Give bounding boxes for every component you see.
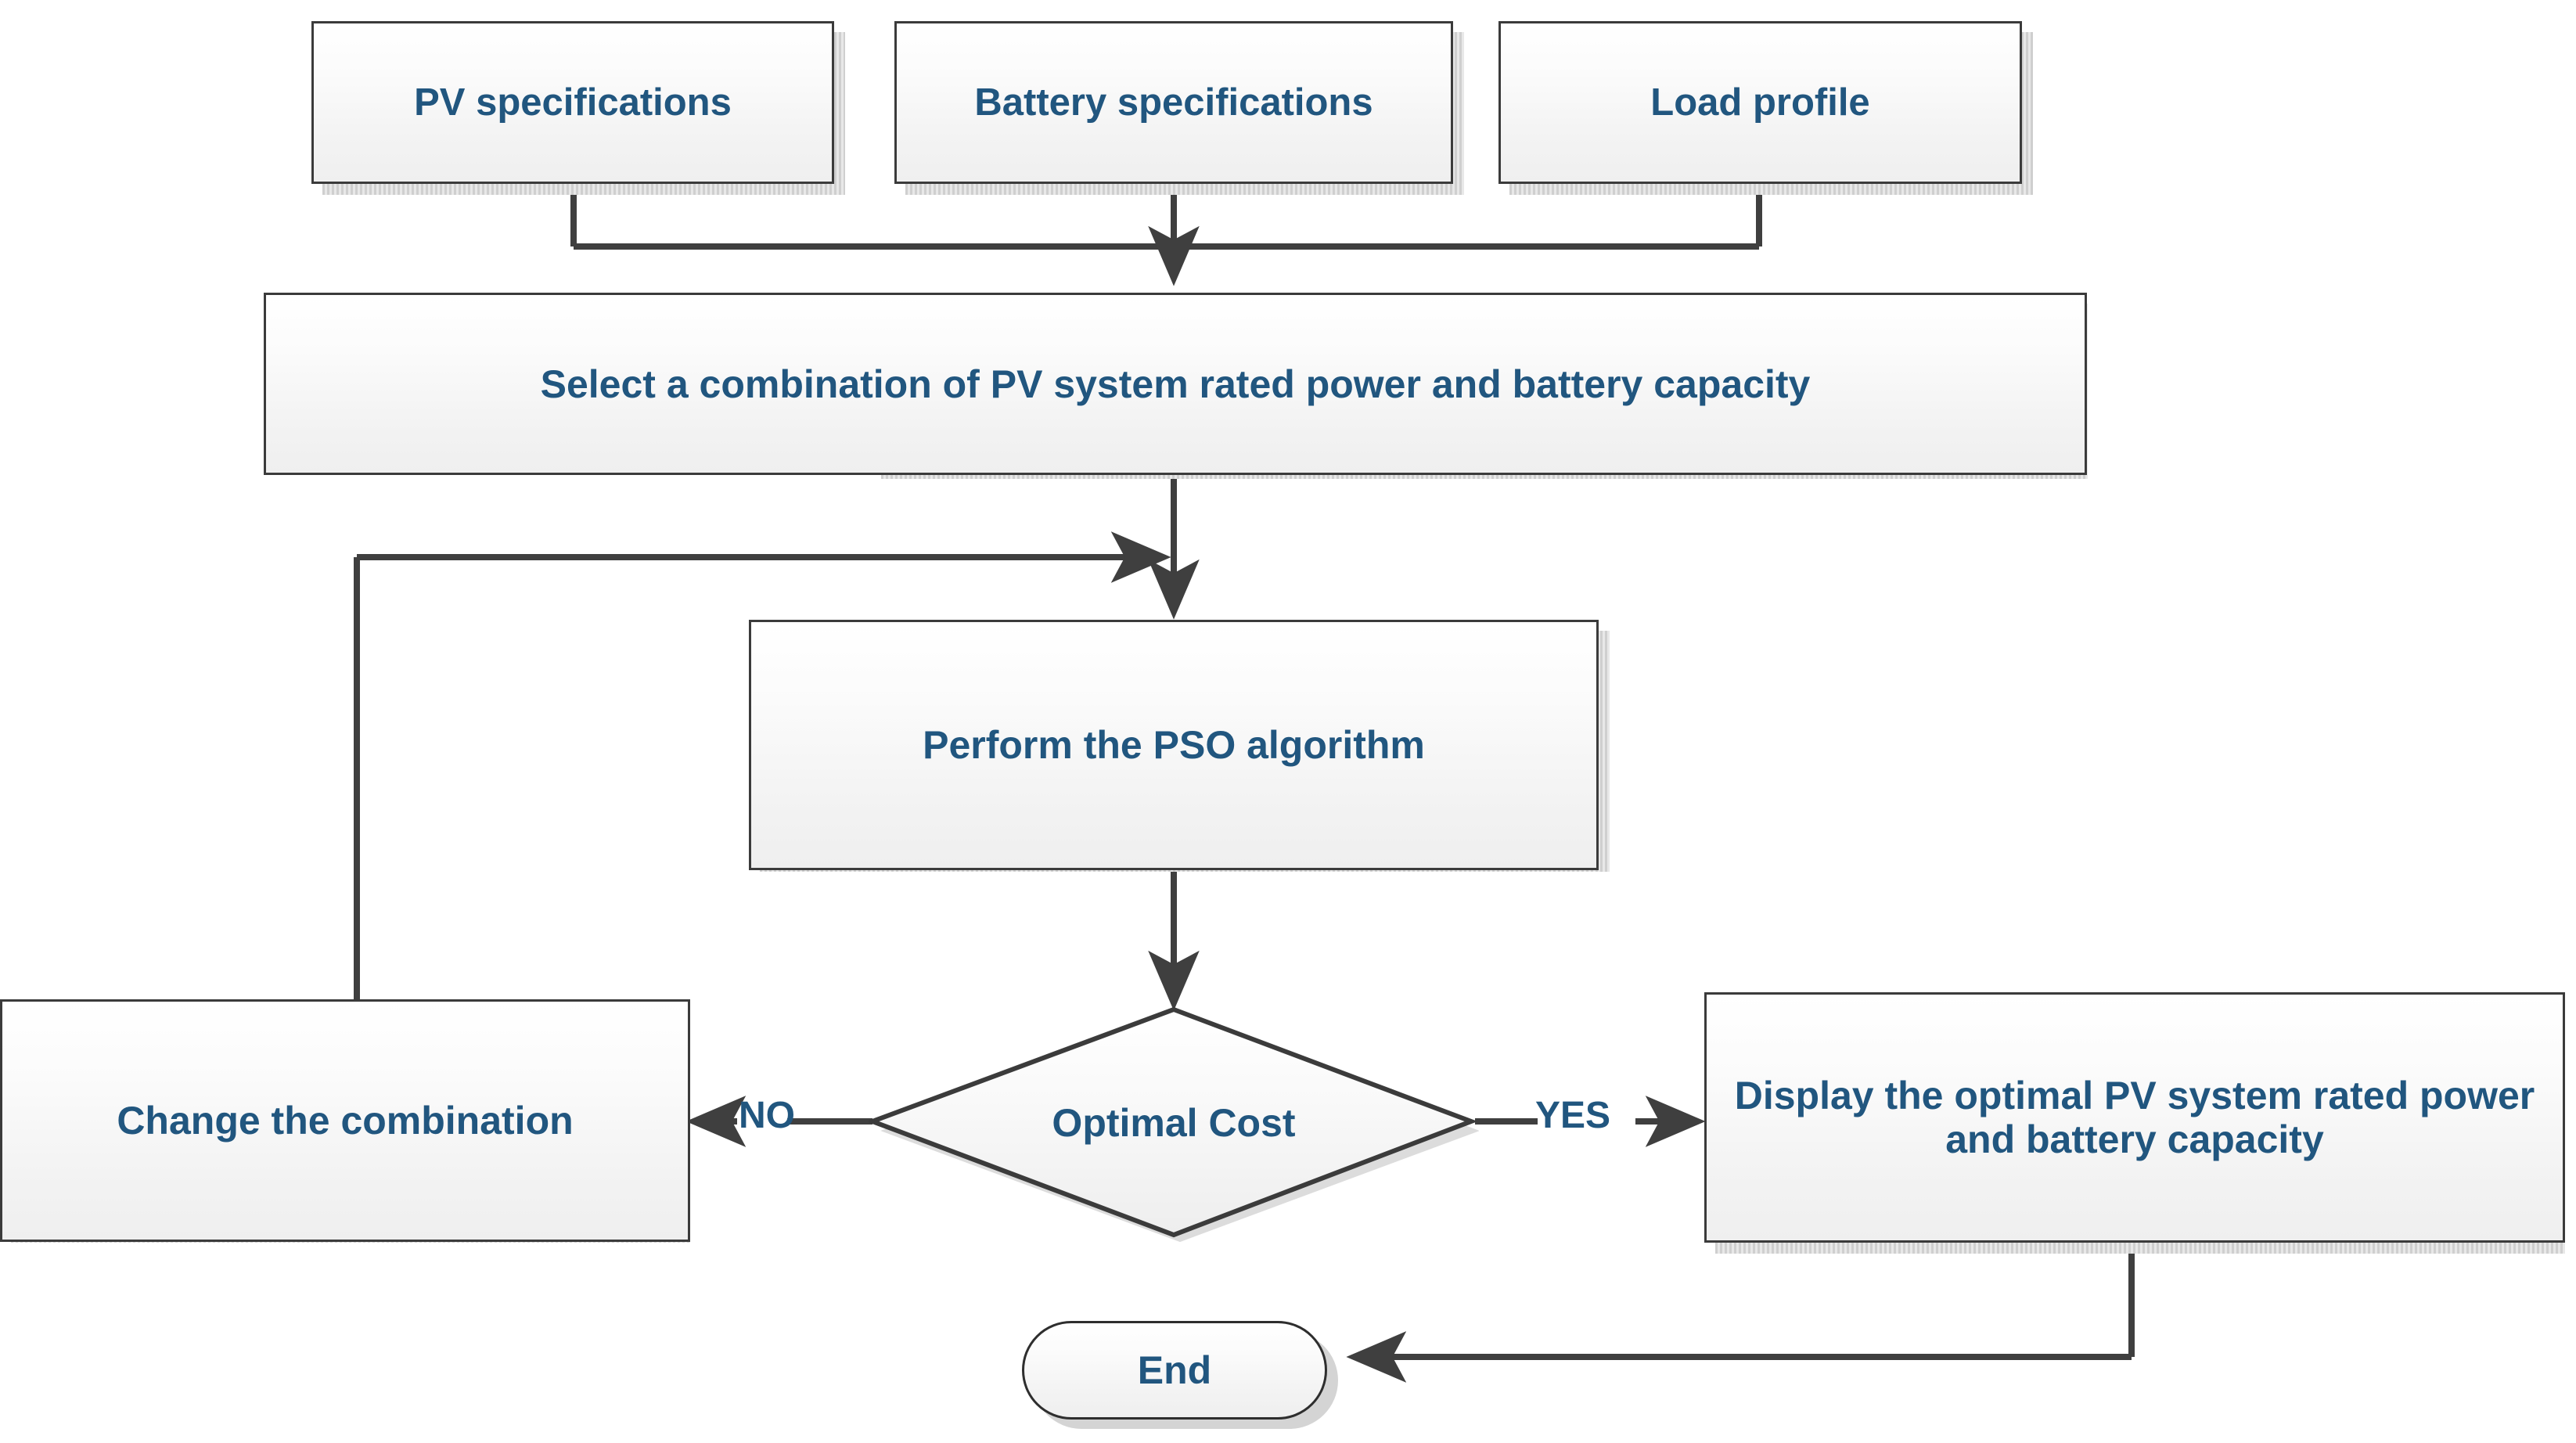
node-display-optimal[interactable]: Display the optimal PV system rated powe… — [1704, 992, 2565, 1243]
node-end[interactable]: End — [1022, 1321, 1327, 1420]
edge-label-no: NO — [739, 1095, 795, 1136]
node-perform-pso[interactable]: Perform the PSO algorithm — [749, 620, 1599, 870]
edge-inputs-to-select — [570, 194, 1762, 250]
node-label-battery-specifications: Battery specifications — [974, 81, 1373, 124]
node-battery-specifications[interactable]: Battery specifications — [894, 21, 1453, 184]
node-optimal-cost[interactable]: Optimal Cost — [865, 1002, 1480, 1244]
node-change-combination[interactable]: Change the combination — [0, 999, 690, 1242]
edge-label-yes: YES — [1535, 1095, 1611, 1136]
node-label-display-optimal: Display the optimal PV system rated powe… — [1734, 1074, 2535, 1161]
node-label-load-profile: Load profile — [1650, 81, 1870, 124]
node-label-end: End — [1137, 1348, 1212, 1392]
node-label-perform-pso: Perform the PSO algorithm — [923, 723, 1425, 767]
node-load-profile[interactable]: Load profile — [1498, 21, 2022, 184]
decision-diamond-shape — [865, 1006, 1478, 1238]
node-label-pv-specifications: PV specifications — [414, 81, 732, 124]
node-select-combination[interactable]: Select a combination of PV system rated … — [264, 293, 2087, 475]
node-label-select-combination: Select a combination of PV system rated … — [540, 362, 1811, 406]
node-pv-specifications[interactable]: PV specifications — [311, 21, 834, 184]
node-label-change-combination: Change the combination — [117, 1099, 574, 1143]
